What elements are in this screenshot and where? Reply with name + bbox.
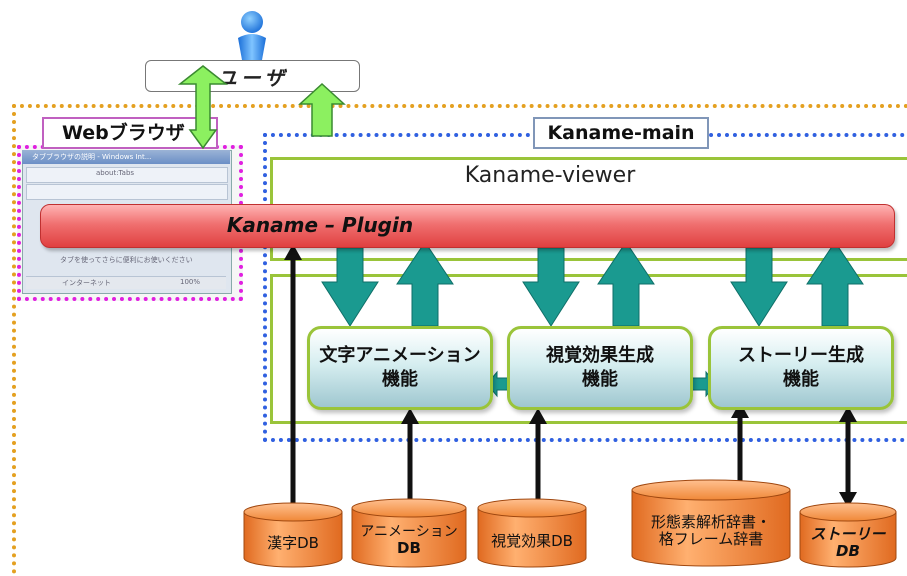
- function-line2: 機能: [582, 369, 618, 390]
- db-label-2: DB: [397, 539, 421, 558]
- system-boundary: [12, 104, 907, 574]
- browser-tab-hint: タブを使ってさらに便利にお使いください: [60, 256, 193, 264]
- browser-tabbar: [26, 184, 228, 200]
- kaname-viewer-label: Kaname-viewer: [464, 163, 636, 188]
- kanji-db: 漢字DB: [244, 520, 342, 568]
- visual-effect-db: 視覚効果DB: [478, 516, 586, 568]
- story-generation-function: ストーリー生成 機能: [708, 326, 894, 410]
- browser-status: インターネット: [62, 279, 111, 287]
- db-label-2: DB: [836, 542, 860, 560]
- db-label: アニメーション: [360, 524, 458, 541]
- morphology-dictionary-db: 形態素解析辞書・ 格フレーム辞書: [632, 500, 790, 562]
- function-line1: ストーリー生成: [738, 344, 864, 366]
- kaname-plugin-bar: [40, 204, 895, 248]
- browser-titlebar: [22, 150, 230, 164]
- kaname-plugin-label: Kaname – Plugin: [226, 213, 414, 237]
- browser-zoom: 100%: [180, 278, 201, 286]
- browser-label: Webブラウザ: [42, 117, 218, 149]
- db-label: 視覚効果DB: [491, 532, 573, 551]
- green-double-arrow: [177, 65, 229, 150]
- browser-window-title: タブブラウザの説明 - Windows Int...: [32, 153, 152, 161]
- function-line1: 文字アニメーション: [319, 344, 481, 366]
- browser-address: about:Tabs: [96, 169, 135, 177]
- function-line2: 機能: [783, 369, 819, 390]
- db-label-2: 格フレーム辞書: [658, 530, 764, 548]
- db-label: ストーリー: [810, 524, 886, 543]
- teal-arrows: [321, 241, 864, 398]
- browser-statusbar: [26, 276, 226, 289]
- db-label: 形態素解析辞書・: [650, 512, 771, 531]
- char-animation-function: 文字アニメーション 機能: [307, 326, 493, 410]
- user-label: ユーザ: [216, 65, 289, 90]
- function-line2: 機能: [382, 369, 418, 390]
- db-cylinders: [243, 479, 897, 568]
- browser-toolbar: [26, 167, 228, 183]
- story-db: ストーリー DB: [800, 518, 896, 568]
- kaname-main-label: Kaname-main: [533, 117, 709, 149]
- green-up-arrow: [298, 82, 346, 137]
- db-label: 漢字DB: [267, 534, 319, 553]
- db-arrows: [284, 244, 857, 512]
- function-line1: 視覚効果生成: [546, 344, 654, 366]
- animation-db: アニメーション DB: [352, 514, 466, 568]
- visual-effect-function: 視覚効果生成 機能: [507, 326, 693, 410]
